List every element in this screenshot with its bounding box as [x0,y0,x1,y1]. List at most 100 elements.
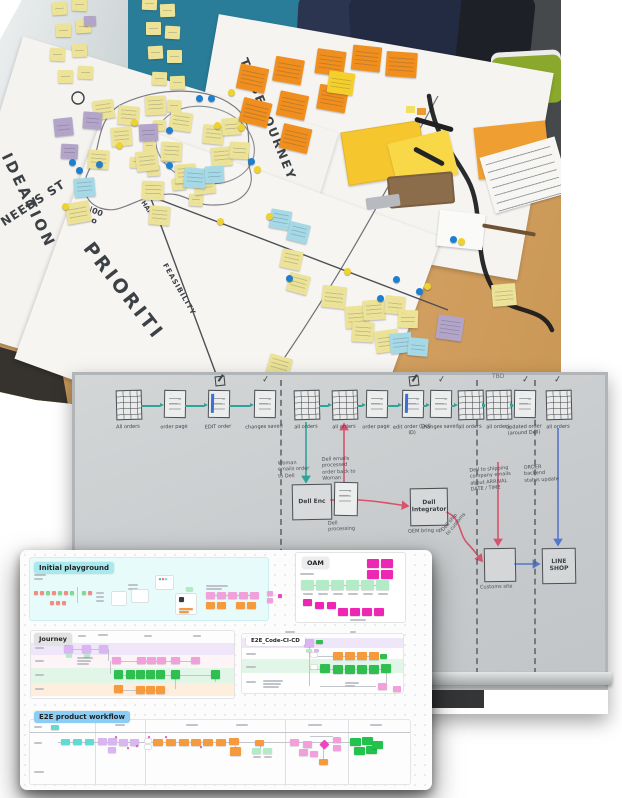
mini-sticky [301,580,314,590]
sticky-note [204,165,225,184]
text-smudge [128,584,138,586]
flow-arrowhead [160,403,164,407]
text-smudge [308,724,322,726]
document-icon [365,389,389,419]
orders-table-icon [457,389,485,421]
document-icon [401,389,425,419]
mini-sticky [376,580,389,590]
mini-sticky [362,608,372,616]
text-smudge [115,724,125,726]
mini-sticky [114,670,123,679]
vote-dot-sticker [166,162,173,169]
mini-sticky [381,570,393,579]
swimlane [31,683,234,696]
text-smudge [34,574,46,576]
mini-sticky [350,608,360,616]
document-icon [207,389,231,419]
handwritten-note: Dell to shipping company emails about AR… [469,464,511,493]
mini-sticky [179,608,193,610]
frame-label-initial-playground: Initial playground [34,562,115,574]
sticky-note [144,95,167,116]
mini-sticky [148,736,150,738]
orders-table-icon [331,389,359,421]
sticky-note [167,50,182,63]
connector-line [118,675,216,676]
mini-sticky [82,645,91,653]
sticky-note [350,44,383,73]
vote-dot-sticker [266,213,273,220]
mini-sticky [357,665,367,674]
text-smudge [333,593,343,595]
sticky-note [235,63,270,94]
mini-sticky [278,594,282,598]
connector-line [323,742,324,759]
flow-arrow [319,405,328,407]
sticky-note [320,284,348,310]
mini-sticky [153,739,163,746]
sticky-note [148,205,171,226]
column-divider [348,720,349,784]
text-smudge [246,666,256,668]
vote-dot-sticker [116,142,123,149]
text-smudge [144,635,152,637]
mini-sticky [127,747,129,749]
text-smudge [34,726,42,728]
mini-sticky [333,745,341,751]
mini-sticky [247,602,256,609]
mini-sticky [156,686,165,694]
mini-sticky [362,737,373,745]
text-smudge [285,631,295,633]
orders-table-icon [545,389,573,421]
sticky-note [83,15,97,27]
mini-card [132,590,148,602]
frame-label-oam: OAM [302,557,329,569]
connector-line [386,673,387,683]
flow-arrow [387,405,398,407]
mini-sticky [99,645,108,653]
text-smudge [96,592,104,594]
text-smudge [34,578,43,580]
text-smudge [206,588,222,590]
vote-dot-sticker [214,122,221,129]
mini-sticky [112,657,121,664]
sticky-note [77,65,94,80]
flow-arrowhead [250,403,254,407]
sticky-note [56,24,71,37]
flow-arrow [229,405,250,407]
connector-line [77,587,78,603]
flow-arrowhead [362,403,366,407]
sticky-note [275,90,310,121]
mini-sticky [229,738,239,745]
mini-sticky [315,602,324,609]
vote-dot-sticker [228,89,235,96]
text-smudge [96,596,104,598]
mini-sticky [157,657,166,664]
text-smudge [263,683,281,685]
text-smudge [350,631,356,633]
mini-sticky [51,725,59,730]
mini-sticky [165,578,167,580]
vote-dot-sticker [69,159,76,166]
mini-sticky [146,686,155,694]
mini-sticky [250,592,259,599]
mini-sticky [333,665,343,674]
vote-dot-sticker [458,238,465,245]
connector-line [309,656,333,657]
sticky-note [160,141,183,162]
sticky-note [146,22,161,35]
mini-sticky [255,740,264,746]
flow-arrowhead [510,403,514,407]
whiteboard-top-fragment: TBD [492,373,505,380]
text-smudge [206,585,228,587]
vote-dot-sticker [450,236,457,243]
flow-arrowhead [398,403,402,407]
mini-sticky [126,670,135,679]
sticky-note [159,3,176,18]
mini-sticky [114,685,123,693]
text-smudge [300,573,314,575]
mini-sticky [159,578,161,580]
vote-dot-sticker [217,218,224,225]
mini-sticky [171,670,180,679]
sticky-chip-orange [417,108,426,115]
